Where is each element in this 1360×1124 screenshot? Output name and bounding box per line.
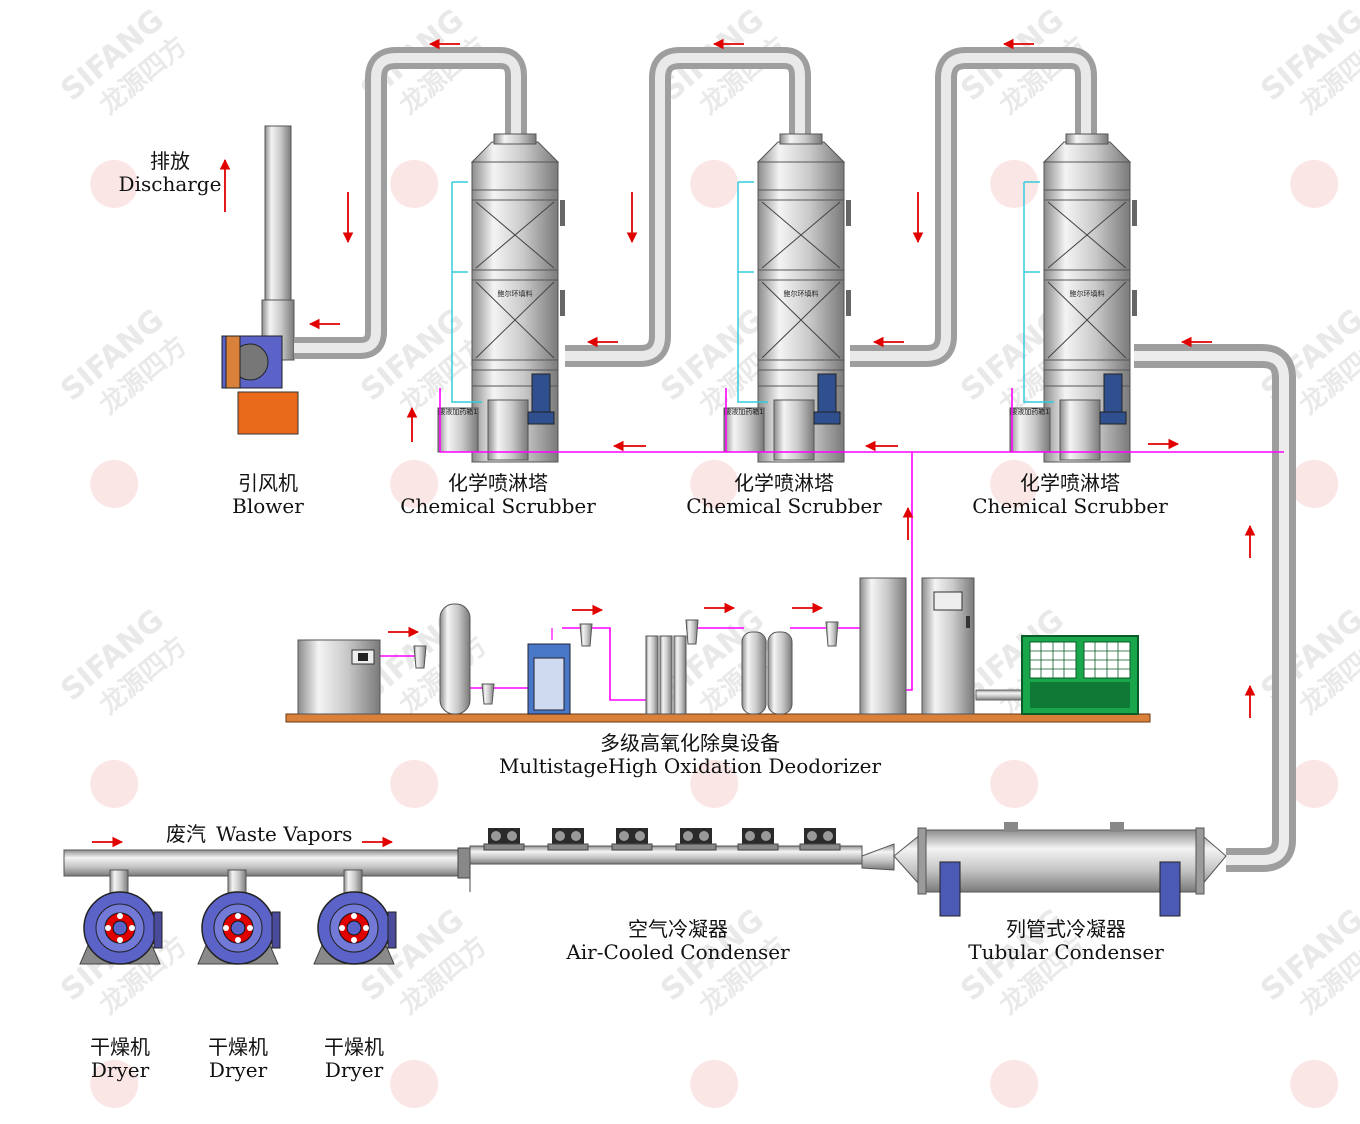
watermark-logo-icon bbox=[1290, 759, 1339, 808]
dryer-1 bbox=[79, 869, 163, 965]
scrubber-1-label-cn: 化学喷淋塔 bbox=[447, 471, 548, 495]
waste-vapor-header bbox=[63, 847, 471, 879]
scrubber-1-label-en: Chemical Scrubber bbox=[400, 494, 596, 518]
watermark-logo-icon bbox=[90, 1059, 139, 1108]
scrubber-3-label: 化学喷淋塔 Chemical Scrubber bbox=[972, 472, 1168, 518]
air-cooled-condenser-label-cn: 空气冷凝器 bbox=[628, 917, 728, 941]
dryer-2-label-cn: 干燥机 bbox=[208, 1035, 268, 1059]
dryer-2 bbox=[197, 869, 281, 965]
air-cooled-condenser-label: 空气冷凝器 Air-Cooled Condenser bbox=[566, 918, 789, 964]
deodorizer-label-cn: 多级高氧化除臭设备 bbox=[600, 731, 780, 755]
deodorizer-label: 多级高氧化除臭设备 MultistageHigh Oxidation Deodo… bbox=[499, 732, 881, 778]
waste-vapors-label-cn: 废汽 bbox=[166, 822, 206, 846]
watermark-logo-icon bbox=[1290, 459, 1339, 508]
watermark-logo-icon bbox=[990, 459, 1039, 508]
packing-label: 鲍尔环填料 bbox=[1070, 289, 1105, 298]
skid-base bbox=[285, 713, 1151, 723]
dryer-1-label-cn: 干燥机 bbox=[90, 1035, 150, 1059]
ozone-reactor bbox=[859, 577, 907, 715]
tubular-condenser-label-en: Tubular Condenser bbox=[968, 940, 1164, 964]
blower-label-cn: 引风机 bbox=[238, 471, 298, 495]
watermark-logo-icon bbox=[390, 759, 439, 808]
tubular-condenser-unit bbox=[893, 822, 1227, 917]
dryer-2-label: 干燥机 Dryer bbox=[208, 1036, 268, 1082]
dryer-3-label-cn: 干燥机 bbox=[324, 1035, 384, 1059]
oxygen-generator bbox=[645, 635, 687, 715]
scrubber-tower-1: 鲍尔环填料 酸液加药箱1 bbox=[437, 133, 566, 463]
cooling-unit bbox=[1021, 635, 1139, 715]
watermark-logo-icon bbox=[690, 1059, 739, 1108]
oxygen-tanks bbox=[741, 631, 793, 715]
packing-label: 鲍尔环填料 bbox=[498, 289, 533, 298]
watermark-logo-icon bbox=[1290, 159, 1339, 208]
scrubber-tower-2: 鲍尔环填料 酸液加药箱1 bbox=[723, 133, 852, 463]
air-receiver-tank bbox=[439, 603, 471, 715]
dosing-tank-label: 酸液加药箱1 bbox=[1010, 407, 1049, 416]
watermark-logo-icon bbox=[90, 159, 139, 208]
waste-vapors-label: 废汽 Waste Vapors bbox=[166, 818, 352, 847]
packing-label: 鲍尔环填料 bbox=[784, 289, 819, 298]
watermark-logo-icon bbox=[1290, 1059, 1339, 1108]
discharge-label-en: Discharge bbox=[118, 172, 222, 196]
watermark-logo-icon bbox=[690, 159, 739, 208]
watermark-logo-icon bbox=[690, 759, 739, 808]
watermark-logo-icon bbox=[390, 159, 439, 208]
scrubber-tower-3: 鲍尔环填料 酸液加药箱1 bbox=[1009, 133, 1138, 463]
dryer-1-label-en: Dryer bbox=[90, 1058, 150, 1082]
exhaust-ducting bbox=[294, 47, 1296, 872]
deodorizer-skid bbox=[285, 577, 1151, 723]
scrubber-1-label: 化学喷淋塔 Chemical Scrubber bbox=[400, 472, 596, 518]
scrubber-3-label-en: Chemical Scrubber bbox=[972, 494, 1168, 518]
watermark-logo-icon bbox=[690, 459, 739, 508]
air-cooled-condenser-unit bbox=[469, 827, 895, 892]
watermark-logo-icon bbox=[90, 759, 139, 808]
deodorizer-label-en: MultistageHigh Oxidation Deodorizer bbox=[498, 754, 882, 778]
scrubber-2-label-en: Chemical Scrubber bbox=[686, 494, 882, 518]
dosing-tank-label: 酸液加药箱1 bbox=[438, 407, 477, 416]
dryer-3-label: 干燥机 Dryer bbox=[324, 1036, 384, 1082]
dryer-1-label: 干燥机 Dryer bbox=[90, 1036, 150, 1082]
waste-vapors-label-en: Waste Vapors bbox=[216, 822, 353, 846]
watermark-logo-icon bbox=[990, 159, 1039, 208]
air-cooled-condenser-label-en: Air-Cooled Condenser bbox=[566, 940, 790, 964]
blower-base bbox=[237, 391, 299, 435]
flow-arrows bbox=[92, 38, 1256, 848]
discharge-label: 排放 Discharge bbox=[119, 150, 222, 196]
watermark-logo-icon bbox=[390, 1059, 439, 1108]
watermark-logo-icon bbox=[990, 1059, 1039, 1108]
blower-label-en: Blower bbox=[232, 494, 304, 518]
blower-label: 引风机 Blower bbox=[232, 472, 304, 518]
tubular-condenser-label: 列管式冷凝器 Tubular Condenser bbox=[968, 918, 1164, 964]
dryer-3-label-en: Dryer bbox=[324, 1058, 384, 1082]
ozone-feed-line bbox=[380, 388, 1284, 701]
dosing-tank-label: 酸液加药箱1 bbox=[724, 407, 763, 416]
dryer-2-label-en: Dryer bbox=[208, 1058, 268, 1082]
watermark-logo-icon bbox=[990, 759, 1039, 808]
watermark-logo-icon bbox=[390, 459, 439, 508]
blower-unit bbox=[221, 125, 299, 435]
scrubber-2-label: 化学喷淋塔 Chemical Scrubber bbox=[686, 472, 882, 518]
discharge-label-cn: 排放 bbox=[150, 149, 190, 173]
scrubber-2-label-cn: 化学喷淋塔 bbox=[733, 471, 834, 495]
discharge-stack bbox=[264, 125, 292, 327]
scrubber-3-label-cn: 化学喷淋塔 bbox=[1019, 471, 1120, 495]
tubular-condenser-label-cn: 列管式冷凝器 bbox=[1005, 917, 1126, 941]
watermark-logo-icon bbox=[90, 459, 139, 508]
dryer-3 bbox=[313, 869, 397, 965]
